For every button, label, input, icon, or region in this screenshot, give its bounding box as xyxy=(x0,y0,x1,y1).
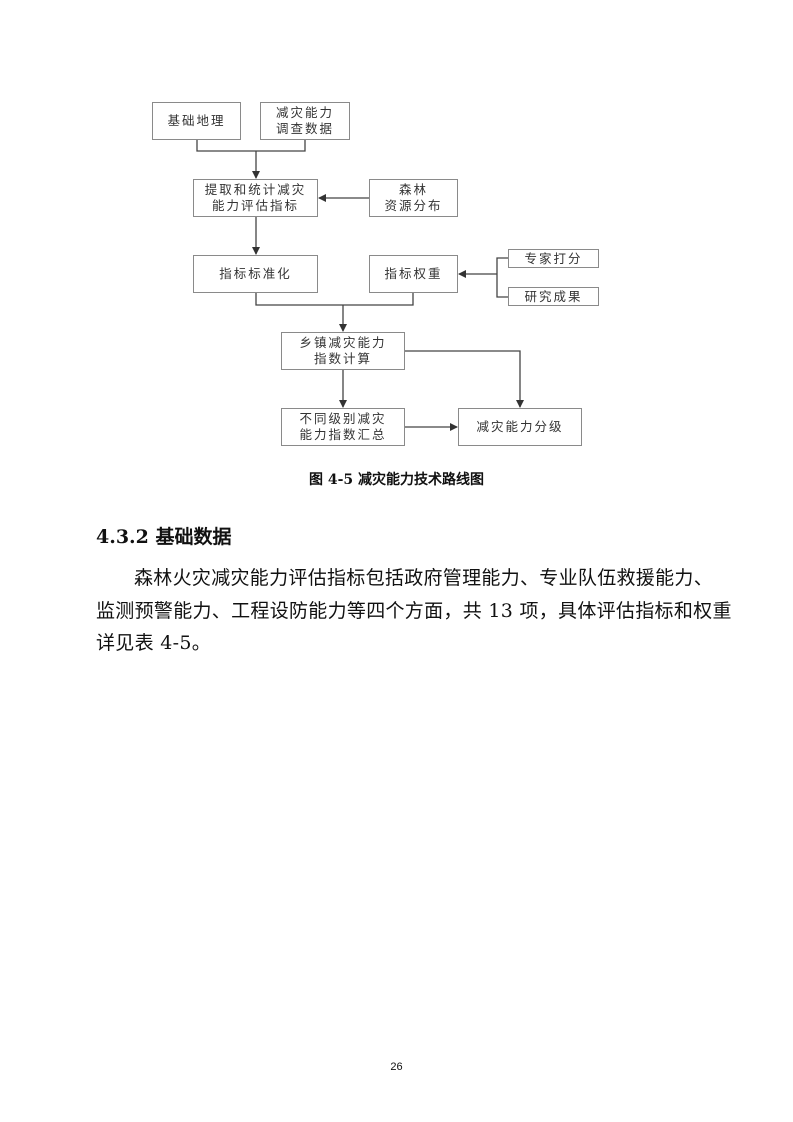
box-basic-geography: 基础地理 xyxy=(152,102,241,140)
box-survey-data: 减灾能力 调查数据 xyxy=(260,102,350,140)
box-weight: 指标权重 xyxy=(369,255,458,293)
box-standardize: 指标标准化 xyxy=(193,255,318,293)
arrow-township-to-grading xyxy=(405,350,524,408)
box-township-index: 乡镇减灾能力 指数计算 xyxy=(281,332,405,370)
box-grading: 减灾能力分级 xyxy=(458,408,582,446)
connector-inputs-merge xyxy=(196,140,306,152)
paragraph-line: 森林火灾减灾能力评估指标包括政府管理能力、专业队伍救援能力、 xyxy=(134,567,714,589)
section-heading: 4.3.2 基础数据 xyxy=(96,526,232,548)
page-number: 26 xyxy=(390,1061,403,1073)
box-research-results: 研究成果 xyxy=(508,287,599,306)
paragraph-line: 监测预警能力、工程设防能力等四个方面，共 13 项，具体评估指标和权重 xyxy=(96,600,732,622)
paragraph-line: 详见表 4-5。 xyxy=(96,632,212,654)
connector-expert-research xyxy=(496,257,508,298)
figure-caption: 图 4-5 减灾能力技术路线图 xyxy=(308,472,485,488)
box-level-summary: 不同级别减灾 能力指数汇总 xyxy=(281,408,405,446)
box-forest-resources: 森林 资源分布 xyxy=(369,179,458,217)
connector-weights-merge xyxy=(255,293,414,306)
box-extract-indicators: 提取和统计减灾 能力评估指标 xyxy=(193,179,318,217)
box-expert-scoring: 专家打分 xyxy=(508,249,599,268)
